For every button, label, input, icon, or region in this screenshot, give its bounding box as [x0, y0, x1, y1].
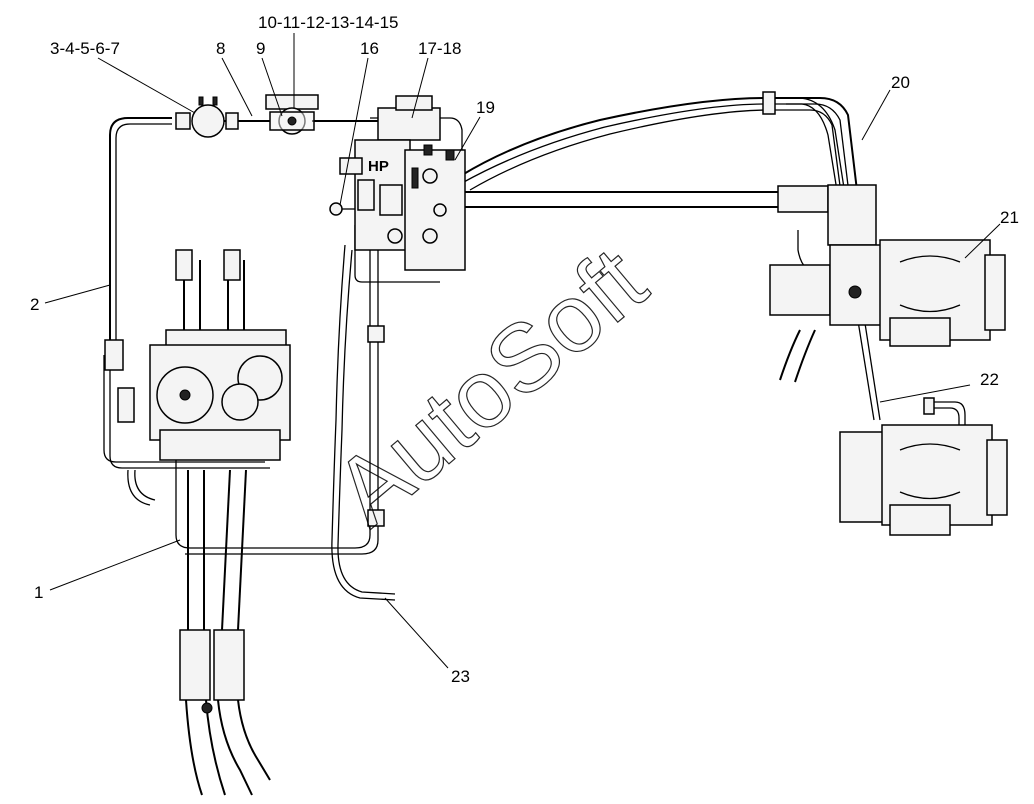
callout-1: 1	[34, 583, 43, 602]
drive-unit-upper	[769, 184, 1006, 347]
callout-19: 19	[476, 98, 495, 117]
callout-22: 22	[980, 370, 999, 389]
drive-unit-lower	[839, 397, 1008, 536]
callout-labels: 1 2 3-4-5-6-7 8 9 10-11-12-13-14-15 16 1…	[30, 13, 1019, 686]
callout-10-15: 10-11-12-13-14-15	[258, 13, 399, 32]
callout-21: 21	[1000, 208, 1019, 227]
hose-end-fittings	[179, 629, 245, 714]
callout-9: 9	[256, 39, 265, 58]
callout-17-18: 17-18	[418, 39, 461, 58]
callout-8: 8	[216, 39, 225, 58]
pipe-network	[103, 97, 966, 796]
callout-16: 16	[360, 39, 379, 58]
check-valve-assembly	[265, 94, 319, 135]
hp-valve-label: HP	[368, 158, 389, 175]
callout-23: 23	[451, 667, 470, 686]
main-pump	[104, 249, 291, 461]
filter-assembly	[175, 96, 239, 138]
watermark-text: AutoSoft	[315, 227, 666, 546]
control-valve-block: HP	[329, 95, 466, 271]
leader-lines	[44, 33, 1001, 669]
callout-3-7: 3-4-5-6-7	[50, 39, 120, 58]
callout-20: 20	[891, 73, 910, 92]
pipe-clamps	[367, 91, 776, 527]
callout-2: 2	[30, 295, 39, 314]
watermark: AutoSoft	[314, 227, 666, 547]
